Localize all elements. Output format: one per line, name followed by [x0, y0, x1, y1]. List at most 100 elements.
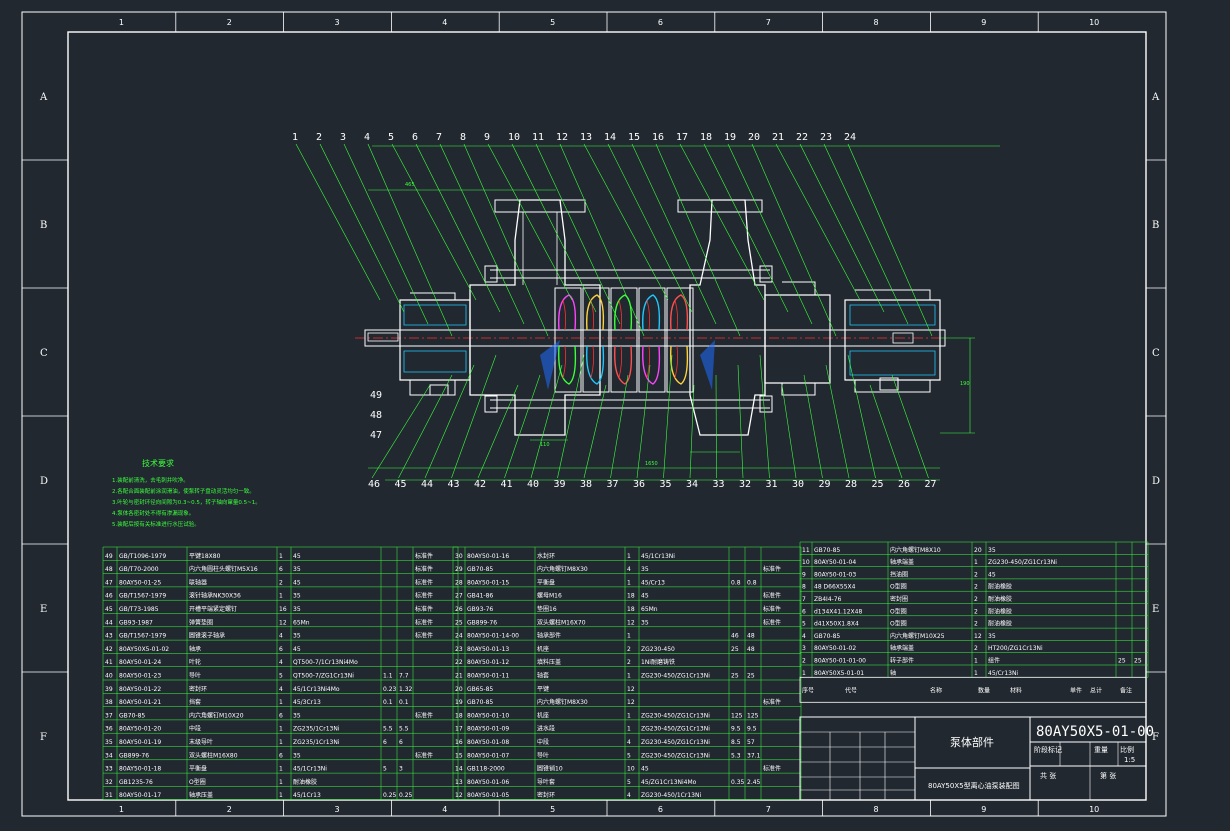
bom-cell-left: 35 [293, 566, 301, 573]
bom-cell-middle: 27 [455, 593, 463, 600]
note-line-2: 2.各配合面装配前涂润滑油，使泵转子盘动灵活均匀一致。 [112, 487, 255, 495]
bom-cell-left: 开槽平端紧定螺钉 [189, 605, 237, 613]
bom-cell-left: 45 [293, 553, 301, 560]
bom-cell-left: 滚针轴承NK30X36 [189, 592, 241, 600]
bom-cell-middle: 17 [455, 726, 463, 733]
part-name: 泵体部件 [950, 735, 994, 749]
bom-cell-left: 平键18X80 [189, 552, 221, 560]
bom-cell-right: 2 [802, 658, 806, 665]
bom-cell-middle: 30 [455, 553, 463, 560]
bom-cell-right: 35 [988, 633, 996, 640]
balloon-bottom: 27 [925, 479, 937, 490]
bom-cell-left: 标准件 [415, 578, 433, 586]
bom-cell-left: 49 [105, 553, 113, 560]
sheet-count: 共 张 [1040, 771, 1056, 780]
bom-cell-left: 45/1Cr13Ni4Mo [293, 686, 340, 693]
zone-col-top: 7 [766, 18, 771, 27]
bom-header-cell: 序号 [802, 686, 814, 694]
bom-cell-middle: ZG230-450 [641, 646, 675, 653]
zone-row-right: C [1152, 348, 1160, 359]
bom-cell-left: 80AY50-01-19 [119, 739, 161, 746]
bom-cell-left: 1 [279, 553, 283, 560]
bom-cell-left: 35 [293, 752, 301, 759]
bom-cell-left: 标准件 [415, 552, 433, 560]
bom-cell-right: 80AY50X5-01-01 [814, 670, 864, 677]
balloon-bottom: 36 [633, 479, 645, 490]
bom-cell-right: 轴承端盖 [890, 558, 914, 566]
balloon-top: 24 [844, 132, 856, 143]
bom-cell-left: 6 [279, 752, 283, 759]
bom-cell-left: 35 [293, 606, 301, 613]
balloon-top: 13 [580, 132, 592, 143]
bom-cell-left: 平衡盘 [189, 765, 207, 773]
bom-cell-middle: 10 [627, 766, 635, 773]
bom-cell-left: 80AY50X5-01-02 [119, 646, 169, 653]
bom-cell-right: 2 [974, 621, 978, 628]
bom-cell-left: 47 [105, 579, 113, 586]
bom-cell-middle: GB70-85 [467, 566, 493, 573]
bom-cell-left: 1 [279, 739, 283, 746]
balloon-top: 21 [772, 132, 784, 143]
bom-cell-middle: 2.45 [747, 779, 761, 786]
bom-cell-right: 耐油橡胶 [988, 620, 1012, 628]
bom-cell-right: 12 [974, 633, 982, 640]
balloon-bottom: 42 [474, 479, 486, 490]
bom-cell-middle: 45/ZG1Cr13Ni4Mo [641, 779, 697, 786]
bom-cell-left: 80AY50-01-20 [119, 726, 161, 733]
bom-cell-left: 标准件 [415, 632, 433, 640]
bom-cell-left: 1 [279, 593, 283, 600]
balloon-bottom: 43 [448, 479, 460, 490]
balloon-bottom: 29 [819, 479, 831, 490]
inner-frame [67, 31, 1147, 801]
bom-cell-right: 25 [1118, 658, 1126, 665]
bom-cell-middle: 80AY50-01-13 [467, 646, 509, 653]
bom-cell-middle: 45/Cr13 [641, 579, 665, 586]
bom-cell-right: 耐油橡胶 [988, 583, 1012, 591]
bom-cell-right: 耐油橡胶 [988, 607, 1012, 615]
bom-cell-right: HT200/ZG1Cr13Ni [988, 645, 1043, 652]
bom-cell-left: 45/1Cr13 [293, 792, 321, 799]
dim-190: 190 [960, 381, 970, 387]
bom-cell-left: 双头螺柱M16X80 [189, 751, 238, 759]
bom-cell-middle: 57 [747, 739, 755, 746]
bom-cell-left: 44 [105, 619, 113, 626]
bom-cell-left: 6 [279, 646, 283, 653]
bom-cell-left: GB899-76 [119, 752, 149, 759]
balloon-bottom: 26 [898, 479, 910, 490]
balloon-left: 48 [370, 410, 382, 421]
title-block: 80AY50X5-01-00 泵体部件 80AY50X5型离心油泵装配图 阶段标… [799, 716, 1154, 801]
bom-cell-right: GB70-85 [814, 633, 840, 640]
bom-cell-middle: 125 [731, 712, 743, 719]
bom-cell-middle: 22 [455, 659, 463, 666]
zone-col-top: 1 [119, 18, 124, 27]
bom-cell-left: 挡套 [189, 698, 201, 706]
zone-col-bottom: 4 [442, 805, 447, 814]
bom-cell-middle: 轴套 [537, 672, 549, 680]
bom-cell-right: 4 [802, 633, 806, 640]
zone-col-bottom: 10 [1089, 805, 1099, 814]
bom-cell-left: 1.32 [399, 686, 413, 693]
bom-cell-left: 35 [293, 593, 301, 600]
zone-col-top: 4 [442, 18, 447, 27]
bom-cell-right: 轴 [890, 669, 896, 677]
bom-cell-left: 12 [279, 619, 287, 626]
bom-cell-right: 20 [974, 547, 982, 554]
bom-cell-middle: 80AY50-01-05 [467, 792, 509, 799]
bom-cell-right: 2 [974, 571, 978, 578]
bom-cell-right: 内六角螺钉M10X25 [890, 632, 945, 640]
balloon-top: 5 [388, 132, 394, 143]
bom-cell-right: 2 [974, 596, 978, 603]
bom-cell-middle: 0.8 [731, 579, 741, 586]
bom-cell-right: 80AY50-01-03 [814, 571, 856, 578]
bom-cell-middle: 9.5 [731, 726, 741, 733]
bom-cell-middle: 水封环 [537, 552, 555, 560]
bom-cell-middle: 1 [627, 726, 631, 733]
bom-cell-left: 叶轮 [189, 658, 201, 666]
bom-cell-middle: 19 [455, 699, 463, 706]
balloon-bottom: 25 [872, 479, 884, 490]
bom-cell-right: 80AY50-01-02 [814, 645, 856, 652]
bom-cell-middle: 45 [641, 593, 649, 600]
technical-notes: 技术要求 1.装配前清洗，去毛刺并吹净。 2.各配合面装配前涂润滑油，使泵转子盘… [112, 458, 261, 528]
